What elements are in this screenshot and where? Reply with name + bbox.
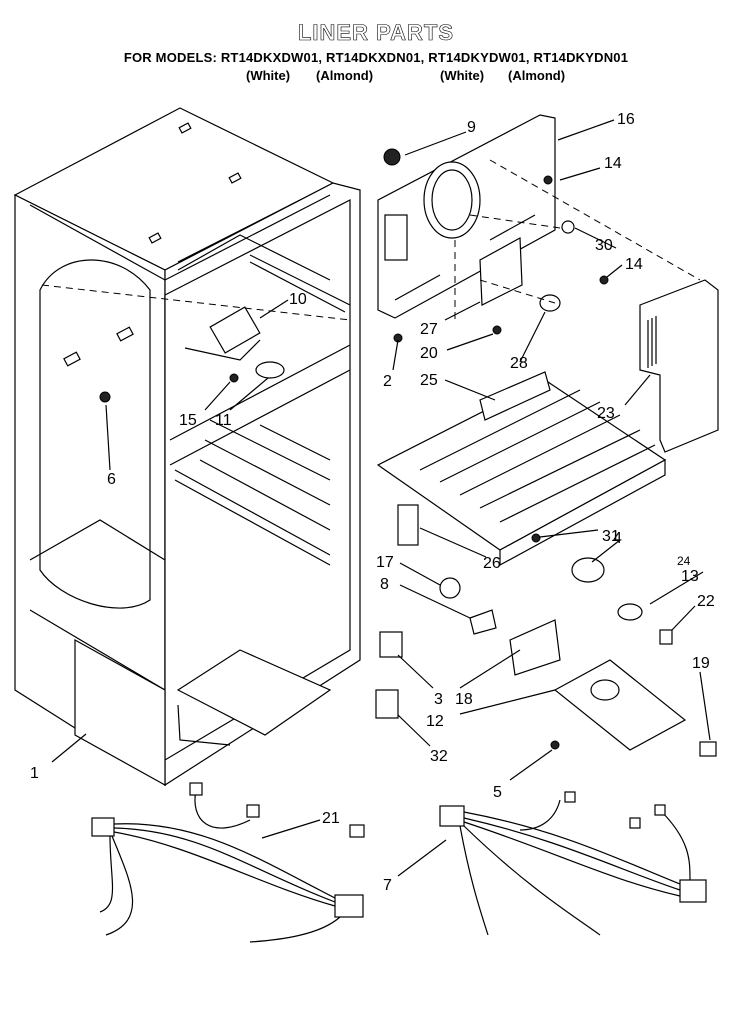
leader-lines: [51, 119, 711, 877]
callout-labels: 1 2 3 4 5 6 7 8 9 10 11 12 13 14 14 15 1…: [30, 111, 715, 894]
callout-32: 32: [430, 748, 448, 765]
evaporator-cover: [377, 114, 561, 319]
wire-harness-left: [91, 782, 365, 943]
callout-8: 8: [380, 576, 389, 593]
callout-3: 3: [434, 691, 443, 708]
variant-label-almond-2: (Almond): [508, 68, 566, 83]
callout-14a: 14: [604, 155, 622, 172]
callout-13: 13: [681, 568, 699, 585]
callout-14b: 14: [625, 256, 643, 273]
callout-4: 4: [613, 530, 622, 547]
callout-7: 7: [383, 877, 392, 894]
callout-19: 19: [692, 655, 710, 672]
callout-12: 12: [426, 713, 444, 730]
callout-22: 22: [697, 593, 715, 610]
callout-26: 26: [483, 555, 501, 572]
callout-9: 9: [467, 119, 476, 136]
callout-31: 31: [602, 528, 620, 545]
callout-30: 30: [595, 237, 613, 254]
callout-27: 27: [420, 321, 438, 338]
callout-23: 23: [597, 405, 615, 422]
model-list: FOR MODELS: RT14DKXDW01, RT14DKXDN01, RT…: [123, 50, 629, 65]
fan-motor-assembly: [99, 306, 285, 403]
diagram-title: LINER PARTS: [297, 20, 455, 46]
callout-25: 25: [420, 372, 438, 389]
callout-6: 6: [107, 471, 116, 488]
callout-5: 5: [493, 784, 502, 801]
wire-harness-right: [439, 791, 707, 936]
callout-28: 28: [510, 355, 528, 372]
callout-2: 2: [383, 373, 392, 390]
variant-label-almond: (Almond): [316, 68, 374, 83]
callout-11: 11: [215, 412, 232, 429]
callout-21: 21: [322, 810, 340, 827]
callout-17: 17: [376, 554, 394, 571]
shelf-rails: [174, 419, 331, 566]
variant-label-white-2: (White): [440, 68, 485, 83]
callout-24: 24: [677, 554, 691, 568]
callout-10: 10: [289, 291, 307, 308]
variant-label-white: (White): [246, 68, 291, 83]
callout-20: 20: [420, 345, 438, 362]
alignment-lines: [41, 159, 701, 321]
callout-1: 1: [30, 765, 39, 782]
callout-16: 16: [617, 111, 635, 128]
shelf-frame: [376, 371, 667, 567]
callout-15: 15: [179, 412, 197, 429]
control-housing: [509, 619, 687, 751]
callout-18: 18: [455, 691, 473, 708]
small-parts: [375, 148, 717, 757]
liner-cabinet: [13, 107, 361, 787]
air-duct: [639, 279, 719, 453]
